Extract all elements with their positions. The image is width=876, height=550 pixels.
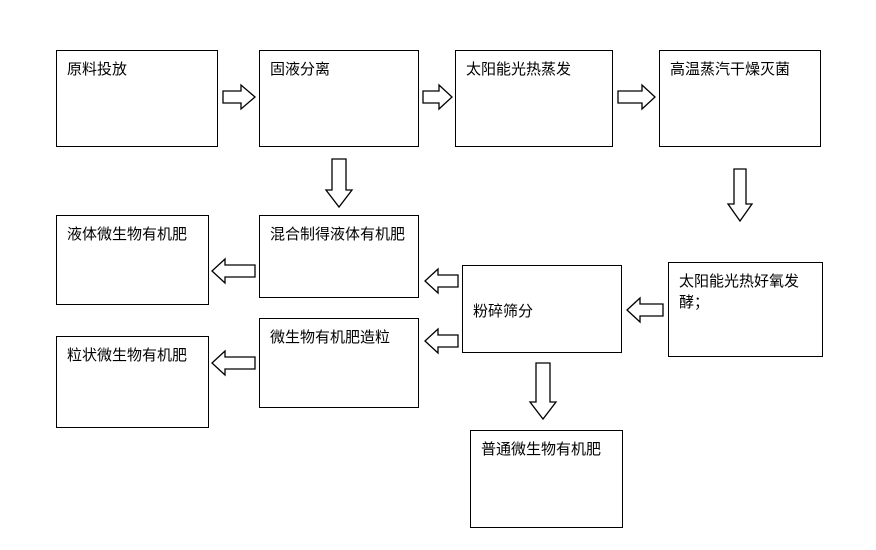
node-granular-microbial-organic-fertilizer: 粒状微生物有机肥 bbox=[56, 336, 209, 428]
node-solid-liquid-separation: 固液分离 bbox=[259, 50, 419, 147]
arrow-fermentation-to-crushing bbox=[626, 296, 664, 324]
node-mixed-liquid-organic-fertilizer: 混合制得液体有机肥 bbox=[259, 215, 419, 298]
arrow-mixed-to-liquid-product bbox=[211, 257, 256, 285]
arrow-drying-to-fermentation bbox=[726, 168, 754, 223]
arrow-granulation-to-granular-product bbox=[211, 349, 256, 377]
node-high-temp-steam-drying-sterilization: 高温蒸汽干燥灭菌 bbox=[659, 50, 821, 147]
node-ordinary-microbial-organic-fertilizer: 普通微生物有机肥 bbox=[470, 430, 623, 528]
arrow-crushing-to-ordinary-product bbox=[528, 362, 558, 421]
node-microbial-organic-fertilizer-granulation: 微生物有机肥造粒 bbox=[259, 318, 419, 408]
node-solar-photothermal-aerobic-fermentation: 太阳能光热好氧发酵； bbox=[668, 262, 823, 357]
arrow-separation-to-evaporation bbox=[422, 83, 453, 111]
arrow-crushing-to-mixed bbox=[424, 267, 459, 295]
node-raw-material-input: 原料投放 bbox=[56, 50, 218, 147]
arrow-evaporation-to-drying bbox=[617, 83, 656, 111]
arrow-separation-to-mixed bbox=[324, 158, 354, 209]
node-liquid-microbial-organic-fertilizer: 液体微生物有机肥 bbox=[56, 215, 209, 305]
node-crushing-screening: 粉碎筛分 bbox=[462, 265, 622, 353]
node-solar-photothermal-evaporation: 太阳能光热蒸发 bbox=[455, 50, 613, 147]
arrow-raw-to-separation bbox=[222, 83, 256, 111]
arrow-crushing-to-granulation bbox=[424, 327, 459, 355]
